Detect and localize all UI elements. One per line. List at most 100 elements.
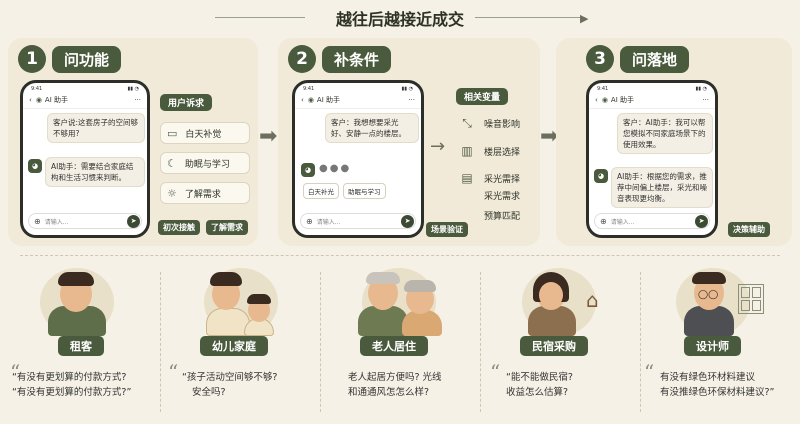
chat-input[interactable]: ⊕ 请输入... ➤ <box>594 213 710 229</box>
avatar-body <box>528 306 576 336</box>
plus-icon[interactable]: ⊕ <box>306 216 313 226</box>
persona-name: 民宿采购 <box>520 336 588 356</box>
back-icon[interactable]: ‹ <box>29 96 32 104</box>
arrow-right-icon: → <box>430 136 446 157</box>
status-time: 9:41 <box>31 86 43 92</box>
sun-icon: ☼ <box>167 186 177 200</box>
plus-icon[interactable]: ⊕ <box>600 216 607 226</box>
input-placeholder: 请输入... <box>610 218 635 226</box>
more-icon[interactable]: ··· <box>134 96 141 104</box>
persona-quote: “孩子活动空间够不够? 安全吗? <box>182 370 277 400</box>
side-item-5: 预算匹配 <box>484 209 520 222</box>
bed-icon: ▭ <box>167 126 178 140</box>
avatar-hair <box>210 272 242 286</box>
blueprint-icon <box>738 284 764 314</box>
persona-name: 设计师 <box>684 336 741 356</box>
persona-tenant: 租客 “ “有没有更划算的付款方式? “有没有更划算的付款方式?” <box>0 266 160 418</box>
side-item-2: ☾ 助眠与学习 <box>160 152 250 174</box>
divider <box>480 272 481 412</box>
tag-decision-support: 决策辅助 <box>728 222 770 237</box>
status-bar: 9:41 ▮▮ ◔ <box>23 83 147 92</box>
side-item-label: 了解需求 <box>184 189 221 200</box>
side-item-1: ⤡ 噪音影响 <box>458 114 520 132</box>
title-divider-right <box>475 17 585 18</box>
moon-icon: ☾ <box>167 156 177 170</box>
chat-input[interactable]: ⊕ 请输入... ➤ <box>28 213 142 229</box>
back-icon[interactable]: ‹ <box>595 96 598 104</box>
step-header: 1 问功能 <box>18 45 122 73</box>
bot-avatar-icon: ◕ <box>28 159 42 173</box>
child-hair <box>247 294 271 304</box>
step-panel-3: 3 问落地 9:41 ▮▮ ◔ ‹ ◉ AI 助手 ··· 客户：AI助手：我可… <box>556 38 792 246</box>
avatar-body <box>358 306 408 336</box>
title-divider-left <box>215 17 305 18</box>
chat-header: ‹ ◉ AI 助手 ··· <box>23 92 147 109</box>
side-item-label: 噪音影响 <box>484 119 521 130</box>
chat-header: ‹ ◉ AI 助手 ··· <box>295 92 421 109</box>
tag-scenario-check: 场景验证 <box>426 222 468 237</box>
step-number: 2 <box>288 45 316 73</box>
arrow-right-icon: ➡ <box>540 124 559 149</box>
persona-bnb-buyer: ⌂ 民宿采购 “ “能不能做民宿? 收益怎么估算? <box>480 266 640 418</box>
side-item-label: 楼层选择 <box>484 147 521 158</box>
side-item-label: 白天补觉 <box>185 129 222 140</box>
light-icon: ▤ <box>461 171 473 185</box>
back-icon[interactable]: ‹ <box>301 96 304 104</box>
side-title: 用户诉求 <box>160 94 213 111</box>
phone-mockup: 9:41 ▮▮ ◔ ‹ ◉ AI 助手 ··· 客户说:这套房子的空间够不够用?… <box>20 80 150 238</box>
send-button[interactable]: ➤ <box>401 214 414 228</box>
side-title: 相关变量 <box>456 88 509 105</box>
chip-daylight[interactable]: 白天补光 <box>303 183 339 199</box>
glasses-icon: ◯◯ <box>698 290 719 300</box>
input-placeholder: 请输入... <box>44 218 69 226</box>
step-number: 1 <box>18 45 46 73</box>
status-bar: 9:41 ▮▮ ◔ <box>589 83 715 92</box>
bot-icon: ◉ <box>601 96 608 104</box>
phone-mockup: 9:41 ▮▮ ◔ ‹ ◉ AI 助手 ··· 客户：AI助手：我可以帮您模拟不… <box>586 80 718 238</box>
step-number: 3 <box>586 45 614 73</box>
chat-title: AI 助手 <box>44 96 68 104</box>
step-header: 2 补条件 <box>288 45 392 73</box>
chip-sleep-study[interactable]: 助眠与学习 <box>343 183 386 199</box>
quote-line: 和通通风怎怎么样? <box>348 387 430 398</box>
quote-line: 安全吗? <box>192 387 226 398</box>
status-time: 9:41 <box>303 86 315 92</box>
quote-icon: “ <box>168 360 179 384</box>
input-placeholder: 请输入... <box>316 218 341 226</box>
side-item-label: 采光需求 <box>484 192 521 202</box>
page-title: 越往后越接近成交 <box>335 10 464 29</box>
quote-line: 老人起居方便吗? 光线 <box>348 372 442 383</box>
chat-title: AI 助手 <box>610 96 634 104</box>
side-item-3: ▤ 采光需择 <box>458 169 520 187</box>
suggestion-chips: 白天补光 助眠与学习 <box>303 183 386 199</box>
chat-input[interactable]: ⊕ 请输入... ➤ <box>300 213 416 229</box>
avatar-hair <box>366 272 400 284</box>
status-bar: 9:41 ▮▮ ◔ <box>295 83 421 92</box>
side-item-4: 采光需求 <box>484 189 520 202</box>
divider <box>640 272 641 412</box>
step-label: 问落地 <box>620 45 690 73</box>
ai-message: AI助手：根据您的需求，推荐中间偏上楼层，采光和噪音表现更均衡。 <box>611 167 713 208</box>
user-message: 客户：我想想要采光好、安静一点的楼层。 <box>325 113 419 143</box>
send-button[interactable]: ➤ <box>695 214 708 228</box>
avatar-hair <box>58 272 94 286</box>
step-label: 补条件 <box>322 45 392 73</box>
side-item-2: ▥ 楼层选择 <box>458 142 520 160</box>
persona-elderly: 老人居住 老人起居方便吗? 光线 和通通风怎怎么样? <box>320 266 480 418</box>
more-icon[interactable]: ··· <box>408 96 415 104</box>
send-button[interactable]: ➤ <box>127 214 140 228</box>
bot-icon: ◉ <box>35 96 42 104</box>
quote-line: “有没有更划算的付款方式?” <box>12 387 132 398</box>
quote-icon: “ <box>490 360 501 384</box>
persona-name: 租客 <box>58 336 104 356</box>
user-message: 客户：AI助手：我可以帮您模拟不同家庭场景下的使用效果。 <box>617 113 713 154</box>
avatar-face <box>539 282 563 308</box>
divider <box>160 272 161 412</box>
plus-icon[interactable]: ⊕ <box>34 216 41 226</box>
quote-line: 有没推绿色环保材料建议?” <box>660 387 775 398</box>
typing-indicator: ●●● <box>319 163 352 174</box>
persona-designer: ◯◯ 设计师 “ 有没有绿色环材料建议 有没推绿色环保材料建议?” <box>640 266 800 418</box>
tag-understand-needs: 了解需求 <box>206 220 248 235</box>
status-time: 9:41 <box>597 86 609 92</box>
more-icon[interactable]: ··· <box>702 96 709 104</box>
